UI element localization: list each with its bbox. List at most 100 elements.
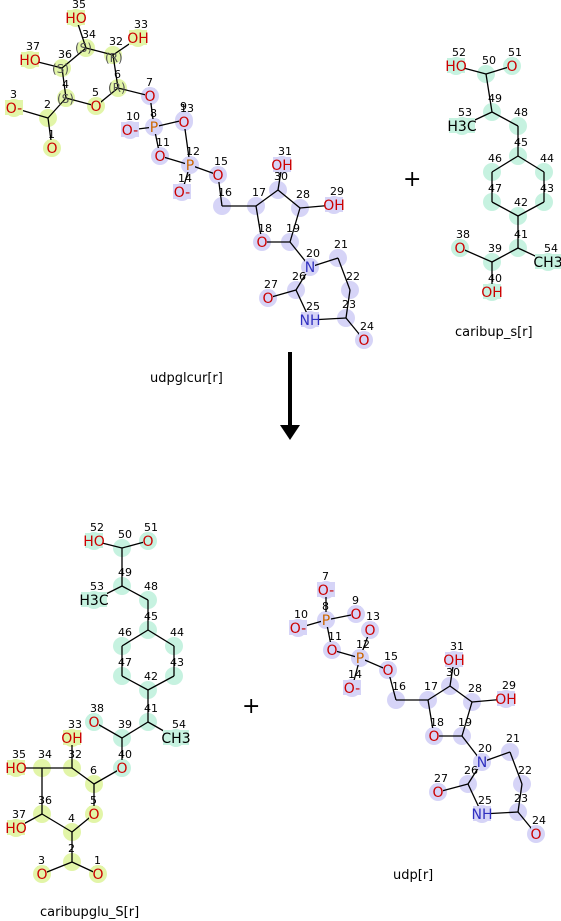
atom-label: H3C [447,119,476,135]
bond [121,721,149,739]
atom-number: 47 [118,656,132,669]
bond [121,675,149,691]
atom-label: OH [495,692,517,708]
atom-number: 28 [296,188,310,201]
atom-label-background [355,650,365,665]
atom-number: 15 [214,155,228,168]
atom-number: 17 [252,186,266,199]
atom-label-background [263,290,273,305]
atom-label: HO [19,53,41,69]
atom-number: 10 [126,110,140,123]
atom-number: 8 [150,107,157,120]
atom-label-background [473,806,491,821]
atom-label-background [535,254,561,269]
atom-number: 13 [180,102,194,115]
atom-number: 11 [328,630,342,643]
atom-number: 44 [540,152,554,165]
atom-number: 36 [38,794,52,807]
atom-label: HO [5,821,27,837]
atom-label-background [91,98,101,113]
atom-number: 16 [218,186,232,199]
atom-number: 23 [342,298,356,311]
caption-caribup: caribup_s[r] [455,325,533,340]
atom-label-background [173,184,191,199]
atom-label: O [178,115,189,131]
atom-number: 15 [384,650,398,663]
atom-number: 22 [346,270,360,283]
atom-label-background [5,100,23,115]
atom-number: 35 [12,748,26,761]
atom-label: OH [61,731,83,747]
bond [147,629,175,647]
atom-label: O- [344,681,360,697]
atom-label-background [145,88,155,103]
atom-label-background [47,140,57,155]
atom-label-background [129,30,147,45]
atom-number: 30 [446,666,460,679]
atom-number: 29 [330,185,344,198]
atom-number: 5 [92,86,99,99]
atom-number: 14 [178,172,192,185]
stereo-label: (S) [52,62,69,76]
atom-number: 48 [514,106,528,119]
bond [485,73,493,113]
atom-number: 53 [458,106,472,119]
bond [121,629,149,647]
atom-number: 13 [366,610,380,623]
atom-number: 49 [118,566,132,579]
atom-label: OH [127,31,149,47]
atom-label-background [343,680,361,695]
atom-number: 51 [144,521,158,534]
atom-label: HO [83,534,105,550]
atom-number: 52 [90,521,104,534]
bond [277,189,301,209]
atom-label: O [350,607,361,623]
atom-number: 8 [322,600,329,613]
atom-label: O [92,867,103,883]
atom-label-background [327,642,337,657]
atom-label-background [321,612,331,627]
atom-number: 45 [514,136,528,149]
atom-label-background [531,826,541,841]
caption-udp: udp[r] [393,868,433,883]
atom-number: 25 [306,300,320,313]
atom-number: 21 [506,732,520,745]
bond [427,685,451,701]
atom-label: O [382,663,393,679]
atom-label: O [90,99,101,115]
atom-label: O [116,761,127,777]
atom-label: O [256,235,267,251]
atom-label: OH [271,158,293,174]
atom-number: 43 [540,182,554,195]
bond [61,67,67,99]
atom-label-background [7,760,25,775]
atom-number: 41 [514,228,528,241]
bond [112,54,119,89]
bond [491,247,519,263]
atom-label-background [37,866,47,881]
atom-number: 34 [82,28,96,41]
atom-number: 1 [94,854,101,867]
bond [147,675,175,691]
atom-label-background [429,728,439,743]
atom-number: 12 [186,145,200,158]
atom-number: 28 [468,682,482,695]
atom-number: 40 [488,272,502,285]
atom-label-background [85,533,103,548]
bond [345,289,351,319]
caption-caribupglu: caribupglu_S[r] [40,905,139,920]
atom-label: OH [481,285,503,301]
atom-label: NH [472,807,493,823]
atom-label: OH [323,198,345,214]
atom-label: O- [122,123,138,139]
atom-number: 31 [450,640,464,653]
atom-number: 7 [146,76,153,89]
atom-label: P [186,158,194,174]
atom-number: 9 [352,594,359,607]
atom-number: 12 [356,638,370,651]
atom-label-background [121,122,139,137]
bond [509,751,523,785]
plus-sign-products: + [242,694,260,719]
atom-label-background [185,157,195,172]
atom-label-background [317,582,335,597]
